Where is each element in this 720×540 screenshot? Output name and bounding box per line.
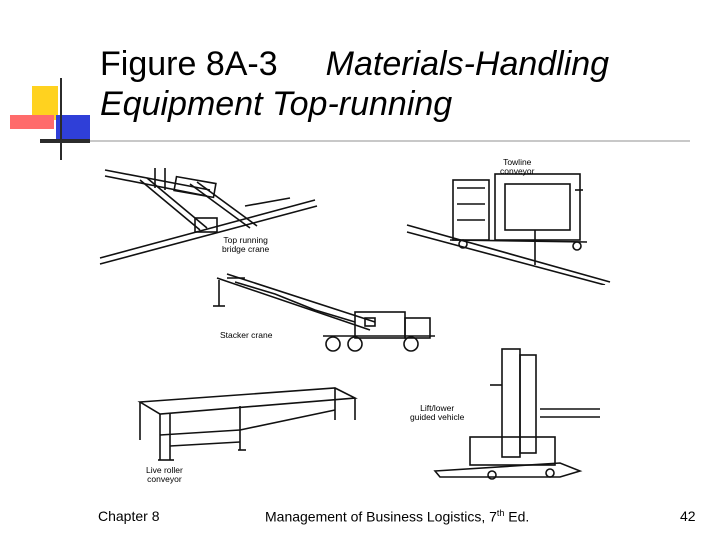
- footer-chapter: Chapter 8: [98, 508, 160, 524]
- title-figure-number: Figure 8A-3: [100, 45, 278, 83]
- bridge-crane-illustration: [99, 168, 318, 265]
- bridge-crane-label: Top running bridge crane: [222, 235, 270, 254]
- stacker-crane-label: Stacker crane: [220, 330, 273, 340]
- roller-conveyor-illustration: [137, 387, 358, 461]
- roller-conveyor-label: Live roller conveyor: [146, 465, 183, 484]
- footer-book-title: Management of Business Logistics, 7th Ed…: [265, 508, 530, 525]
- towline-conveyor-illustration: [406, 173, 611, 285]
- title-divider: [40, 140, 690, 142]
- footer-page-number: 42: [680, 508, 696, 524]
- accent-yellow-block: [32, 86, 58, 120]
- title-line2: Equipment Top-running: [100, 85, 453, 123]
- title-divider-accent: [40, 139, 90, 143]
- title-line1-italic: Materials-Handling: [325, 45, 610, 83]
- towline-conveyor-label: Towline conveyor: [500, 157, 535, 176]
- accent-vertical-line: [60, 78, 62, 160]
- guided-vehicle-illustration: [433, 348, 600, 480]
- accent-red-block: [10, 115, 54, 129]
- stacker-crane-illustration: [213, 273, 435, 352]
- slide-title: Figure 8A-3 Materials-Handling Equipment …: [100, 44, 609, 124]
- guided-vehicle-label: Lift/lower guided vehicle: [410, 403, 465, 422]
